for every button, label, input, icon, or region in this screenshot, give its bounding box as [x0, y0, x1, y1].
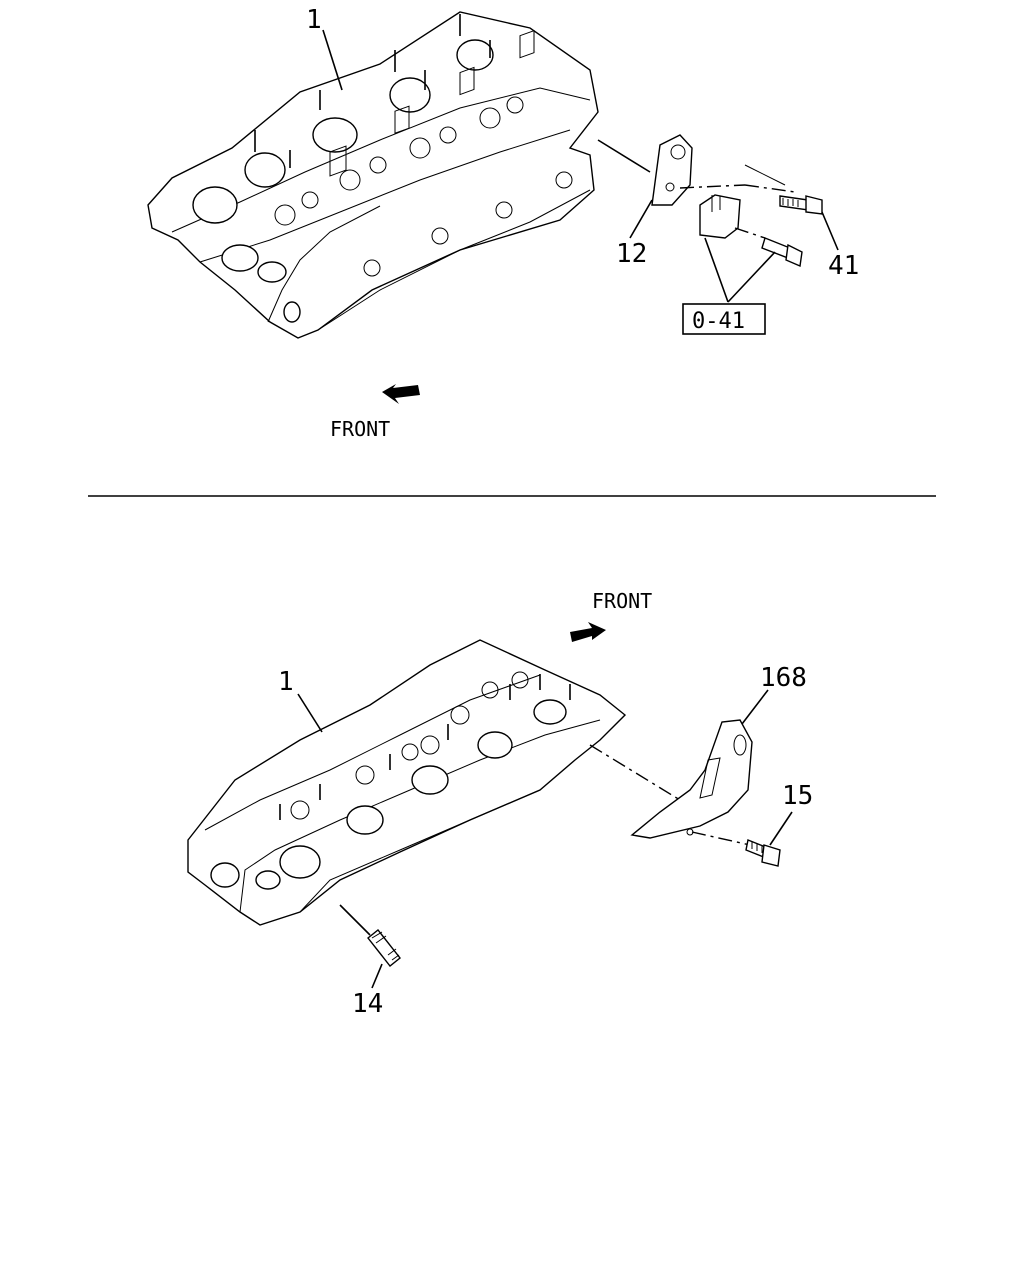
- bracket-12: [651, 134, 746, 206]
- top-view: 1 12 41: [147, 5, 859, 441]
- bottom-view: FRONT: [187, 589, 813, 1019]
- callout-14: 14: [352, 989, 383, 1019]
- part-1-label-bottom: 1: [278, 667, 294, 697]
- callout-15: 15: [782, 781, 813, 811]
- part-1-label-top: 1: [306, 5, 322, 35]
- callout-41: 41: [828, 251, 859, 281]
- callout-12: 12: [616, 239, 647, 269]
- front-label-top: FRONT: [330, 417, 390, 441]
- front-arrow-icon: [570, 622, 606, 642]
- stud-icon: [367, 929, 401, 967]
- front-label-bottom: FRONT: [592, 589, 652, 613]
- callout-168: 168: [760, 663, 807, 693]
- bracket-assembly: [699, 164, 796, 239]
- cylinder-head-top: [147, 11, 599, 339]
- bolt-icon: [745, 839, 781, 867]
- bolt-icon: [761, 237, 803, 268]
- ref-box-0-41: 0-41: [692, 309, 745, 334]
- bracket-icon: [630, 719, 753, 846]
- front-arrow-icon: [382, 384, 420, 404]
- cylinder-head-bottom: [187, 639, 627, 926]
- bolt-icon: [779, 195, 823, 215]
